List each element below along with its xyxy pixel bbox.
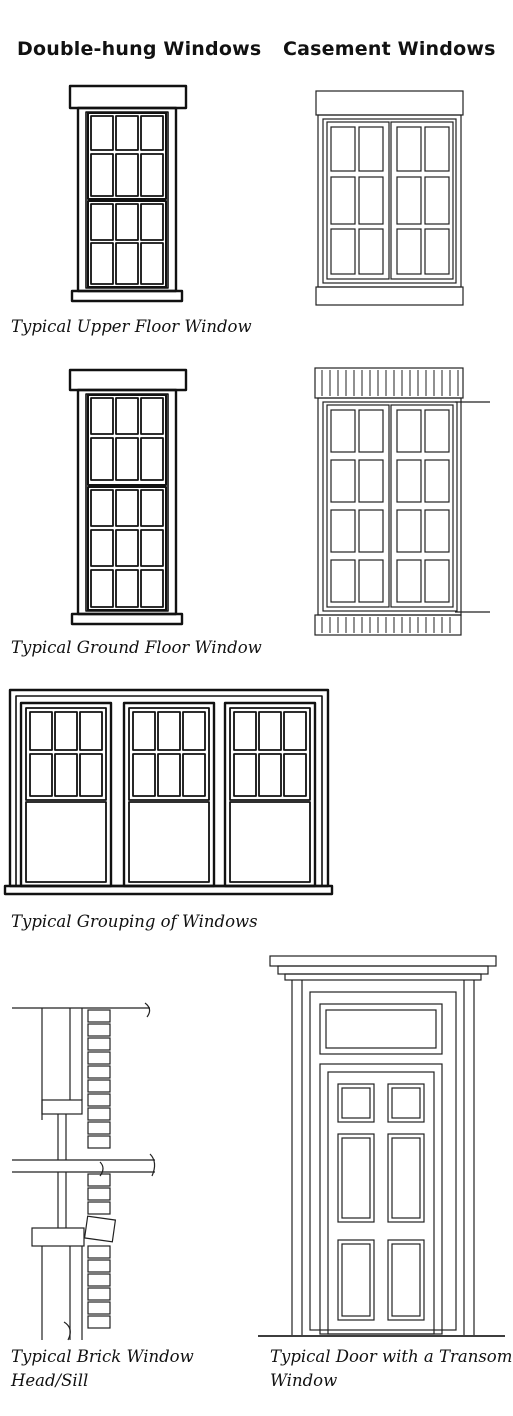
window-grouping-drawing (3, 688, 334, 896)
brick-head-sill-caption-line1: Typical Brick Window (11, 1347, 194, 1366)
door-with-transom-drawing (258, 955, 505, 1337)
brick-head-sill-caption-line2: Head/Sill (11, 1371, 89, 1390)
brick-head-sill-section-drawing (12, 1002, 156, 1341)
ground-casement-drawing (314, 367, 490, 636)
upper-floor-double-hung-drawing (68, 84, 188, 303)
ground-floor-window-caption: Typical Ground Floor Window (11, 638, 262, 657)
grouping-caption: Typical Grouping of Windows (11, 912, 258, 931)
upper-casement-drawing (315, 90, 464, 306)
casement-heading: Casement Windows (283, 38, 496, 60)
double-hung-heading: Double-hung Windows (17, 38, 262, 60)
door-transom-caption-line2: Window (270, 1371, 338, 1390)
door-transom-caption-line1: Typical Door with a Transom (270, 1347, 513, 1366)
ground-floor-double-hung-drawing (68, 368, 188, 626)
upper-floor-window-caption: Typical Upper Floor Window (11, 317, 252, 336)
